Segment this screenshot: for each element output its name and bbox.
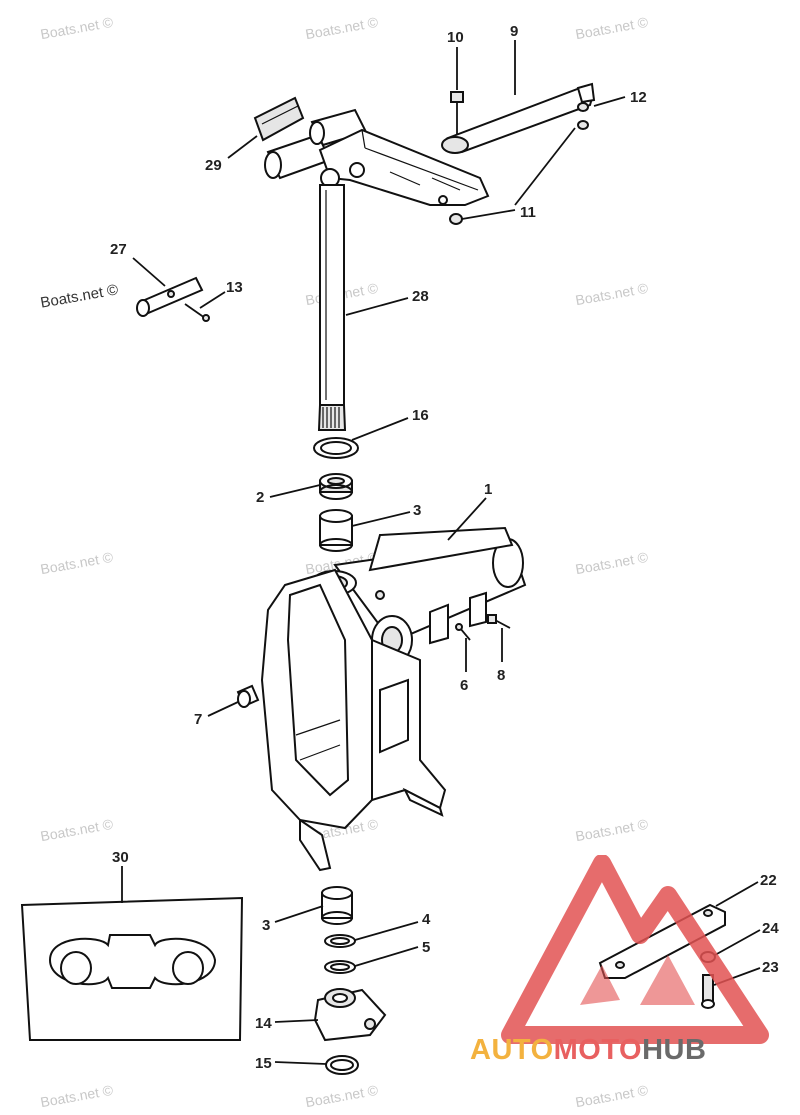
part-4-washer xyxy=(324,934,356,948)
part-3-bushing-lower xyxy=(321,886,353,925)
callout-23: 23 xyxy=(762,959,779,976)
callout-14: 14 xyxy=(255,1015,272,1032)
callout-5: 5 xyxy=(422,939,430,956)
part-6-screw xyxy=(455,623,471,641)
callout-3: 3 xyxy=(413,502,421,519)
part-16-washer xyxy=(313,437,359,459)
callout-8: 8 xyxy=(497,667,505,684)
callout-22: 22 xyxy=(760,872,777,889)
part-9-link-arm xyxy=(441,82,596,154)
part-29-clip xyxy=(253,96,305,142)
callout-1: 1 xyxy=(484,481,492,498)
part-28-steering-shaft xyxy=(317,184,347,431)
part-13-screw xyxy=(184,303,210,322)
part-5-washer xyxy=(324,960,356,974)
callout-2: 2 xyxy=(256,489,264,506)
callout-29: 29 xyxy=(205,157,222,174)
part-1-swivel-bracket xyxy=(260,526,527,872)
automotohub-logo-text: AUTOMOTOHUB xyxy=(470,1034,706,1067)
callout-7: 7 xyxy=(194,711,202,728)
leader-lines xyxy=(121,40,761,1065)
callout-28: 28 xyxy=(412,288,429,305)
part-30-gasket xyxy=(20,896,244,1041)
callout-15: 15 xyxy=(255,1055,272,1072)
automotohub-logo-icon xyxy=(501,855,769,1044)
part-23-bolt xyxy=(701,974,715,1009)
callout-27: 27 xyxy=(110,241,127,258)
callout-3-lower: 3 xyxy=(262,917,270,934)
part-7-bushing xyxy=(236,684,260,708)
part-12-washer xyxy=(577,120,589,130)
callout-11: 11 xyxy=(520,204,536,221)
callout-9: 9 xyxy=(510,23,518,40)
callout-13: 13 xyxy=(226,279,243,296)
callout-16: 16 xyxy=(412,407,429,424)
part-8-screw xyxy=(487,614,511,629)
steering-yoke xyxy=(264,108,490,206)
callout-30: 30 xyxy=(112,849,129,866)
part-2-bearing xyxy=(319,473,353,500)
callout-labels: 10 9 12 11 29 27 13 28 16 2 3 1 6 8 7 30… xyxy=(110,23,779,1072)
part-11-nut xyxy=(449,213,463,225)
logo-text-auto: AUTO xyxy=(470,1034,554,1066)
part-15-ring xyxy=(325,1055,359,1075)
part-14-lower-yoke xyxy=(313,988,387,1042)
callout-6: 6 xyxy=(460,677,468,694)
part-27-pin xyxy=(136,276,204,317)
logo-text-hub: HUB xyxy=(642,1034,707,1066)
logo-text-moto: MOTO xyxy=(553,1034,643,1066)
part-3-bushing-upper xyxy=(319,509,353,552)
part-12-nut xyxy=(577,102,589,112)
callout-10: 10 xyxy=(447,29,464,46)
callout-4: 4 xyxy=(422,911,431,928)
callout-12: 12 xyxy=(630,89,647,106)
callout-24: 24 xyxy=(762,920,779,937)
part-10-bolt xyxy=(450,91,464,135)
